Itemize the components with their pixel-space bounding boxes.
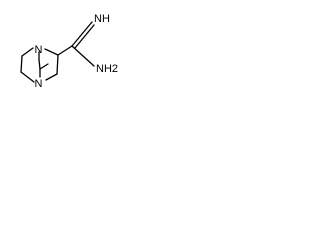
atom-n-top: N	[35, 44, 43, 56]
bond-c-amidine-to-nh2	[71, 45, 95, 67]
bond-n-top-to-ch-alpha	[44, 48, 59, 56]
molecule-structure: N N NH NH2	[20, 13, 118, 90]
bond-c-amidine-to-nh-double-outer	[71, 21, 93, 47]
bond-ch-alpha-to-c-amidine	[57, 45, 73, 56]
bond-ch2-inner-top-to-ch2-inner-bottom	[38, 59, 41, 70]
bond-ch2-top-left-to-n-top	[21, 47, 34, 57]
atom-n-bottom: N	[35, 78, 43, 90]
bond-ch-alpha-to-ch2-right	[56, 54, 59, 75]
atom-amine-nh2: NH2	[96, 63, 118, 75]
bond-n-bottom-to-ch2-bottom-left	[20, 71, 35, 83]
atom-imine-nh: NH	[94, 13, 110, 25]
bond-ch2-right-to-n-bottom	[45, 73, 58, 81]
bond-ch2-inner-bottom-stub	[39, 63, 49, 70]
bond-ch2-bottom-left-to-ch2-top-left	[20, 55, 23, 73]
bond-c-amidine-to-nh-double-inner	[74, 24, 95, 49]
